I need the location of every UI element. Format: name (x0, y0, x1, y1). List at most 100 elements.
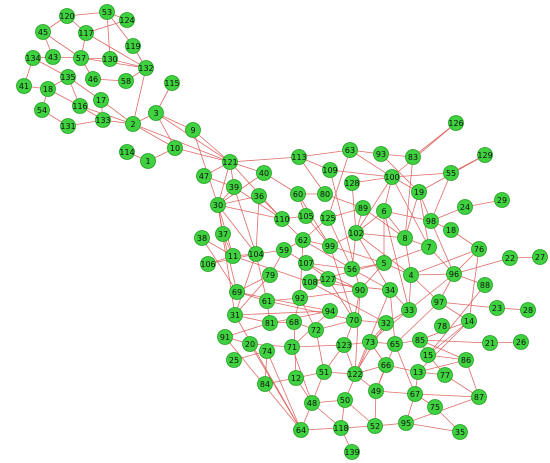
node-8[interactable]: 8 (397, 230, 413, 246)
node-24[interactable]: 24 (457, 199, 473, 215)
node-108[interactable]: 108 (302, 274, 318, 290)
node-66[interactable]: 66 (378, 357, 394, 373)
node-60[interactable]: 60 (290, 186, 306, 202)
node-58[interactable]: 58 (118, 73, 134, 89)
node-120[interactable]: 120 (59, 8, 75, 24)
node-134[interactable]: 134 (25, 50, 41, 66)
node-68[interactable]: 68 (286, 314, 302, 330)
node-113[interactable]: 113 (291, 149, 307, 165)
node-71[interactable]: 71 (284, 339, 300, 355)
node-55[interactable]: 55 (443, 165, 459, 181)
node-128[interactable]: 128 (344, 175, 360, 191)
node-78[interactable]: 78 (434, 318, 450, 334)
node-7[interactable]: 7 (421, 239, 437, 255)
node-135[interactable]: 135 (60, 69, 76, 85)
node-3[interactable]: 3 (148, 105, 164, 121)
node-80[interactable]: 80 (317, 186, 333, 202)
node-36[interactable]: 36 (251, 188, 267, 204)
node-97[interactable]: 97 (431, 294, 447, 310)
node-126[interactable]: 126 (448, 115, 464, 131)
node-38[interactable]: 38 (194, 230, 210, 246)
node-132[interactable]: 132 (138, 60, 154, 76)
node-40[interactable]: 40 (256, 165, 272, 181)
node-25[interactable]: 25 (226, 352, 242, 368)
node-30[interactable]: 30 (210, 197, 226, 213)
node-99[interactable]: 99 (322, 238, 338, 254)
node-62[interactable]: 62 (295, 232, 311, 248)
node-93[interactable]: 93 (373, 146, 389, 162)
node-75[interactable]: 75 (427, 399, 443, 415)
node-107[interactable]: 107 (298, 255, 314, 271)
node-125[interactable]: 125 (320, 210, 336, 226)
node-26[interactable]: 26 (513, 334, 529, 350)
node-127[interactable]: 127 (320, 271, 336, 287)
node-74[interactable]: 74 (259, 343, 275, 359)
node-2[interactable]: 2 (125, 116, 141, 132)
node-77[interactable]: 77 (437, 367, 453, 383)
node-89[interactable]: 89 (355, 200, 371, 216)
node-14[interactable]: 14 (461, 313, 477, 329)
node-59[interactable]: 59 (276, 242, 292, 258)
node-69[interactable]: 69 (229, 284, 245, 300)
node-131[interactable]: 131 (60, 118, 76, 134)
node-96[interactable]: 96 (446, 266, 462, 282)
node-19[interactable]: 19 (411, 184, 427, 200)
node-18[interactable]: 18 (40, 81, 56, 97)
node-27[interactable]: 27 (532, 249, 548, 265)
node-106[interactable]: 106 (200, 256, 216, 272)
node-95[interactable]: 95 (398, 415, 414, 431)
node-21[interactable]: 21 (482, 335, 498, 351)
node-57[interactable]: 57 (73, 50, 89, 66)
node-34[interactable]: 34 (382, 282, 398, 298)
node-85[interactable]: 85 (412, 332, 428, 348)
node-18b[interactable]: 18 (443, 222, 459, 238)
node-92[interactable]: 92 (292, 290, 308, 306)
node-121[interactable]: 121 (222, 154, 238, 170)
node-129[interactable]: 129 (477, 147, 493, 163)
node-12[interactable]: 12 (288, 370, 304, 386)
node-104[interactable]: 104 (248, 246, 264, 262)
node-51[interactable]: 51 (316, 364, 332, 380)
node-119[interactable]: 119 (125, 38, 141, 54)
node-124[interactable]: 124 (119, 12, 135, 28)
node-48[interactable]: 48 (304, 395, 320, 411)
node-11[interactable]: 11 (225, 248, 241, 264)
node-86[interactable]: 86 (458, 352, 474, 368)
node-117[interactable]: 117 (78, 25, 94, 41)
node-52[interactable]: 52 (367, 418, 383, 434)
node-35[interactable]: 35 (452, 424, 468, 440)
node-23[interactable]: 23 (489, 300, 505, 316)
node-33[interactable]: 33 (401, 302, 417, 318)
node-118[interactable]: 118 (333, 420, 349, 436)
node-90[interactable]: 90 (352, 282, 368, 298)
node-46[interactable]: 46 (85, 71, 101, 87)
node-98[interactable]: 98 (423, 213, 439, 229)
node-79[interactable]: 79 (262, 267, 278, 283)
node-100[interactable]: 100 (384, 169, 400, 185)
node-83[interactable]: 83 (405, 149, 421, 165)
node-102[interactable]: 102 (348, 225, 364, 241)
node-63[interactable]: 63 (342, 142, 358, 158)
node-22[interactable]: 22 (502, 250, 518, 266)
node-87[interactable]: 87 (471, 389, 487, 405)
node-72[interactable]: 72 (308, 322, 324, 338)
node-139[interactable]: 139 (344, 444, 360, 460)
node-76[interactable]: 76 (471, 241, 487, 257)
node-130[interactable]: 130 (102, 51, 118, 67)
node-10[interactable]: 10 (167, 140, 183, 156)
node-73[interactable]: 73 (362, 334, 378, 350)
node-50[interactable]: 50 (337, 392, 353, 408)
node-88[interactable]: 88 (477, 277, 493, 293)
node-123[interactable]: 123 (336, 337, 352, 353)
node-1[interactable]: 1 (140, 153, 156, 169)
node-133[interactable]: 133 (95, 112, 111, 128)
node-29[interactable]: 29 (494, 192, 510, 208)
node-53[interactable]: 53 (99, 4, 115, 20)
node-45[interactable]: 45 (35, 24, 51, 40)
node-54[interactable]: 54 (34, 102, 50, 118)
node-70[interactable]: 70 (346, 312, 362, 328)
node-114[interactable]: 114 (119, 144, 135, 160)
node-67[interactable]: 67 (407, 386, 423, 402)
node-20[interactable]: 20 (242, 336, 258, 352)
node-28[interactable]: 28 (520, 302, 536, 318)
